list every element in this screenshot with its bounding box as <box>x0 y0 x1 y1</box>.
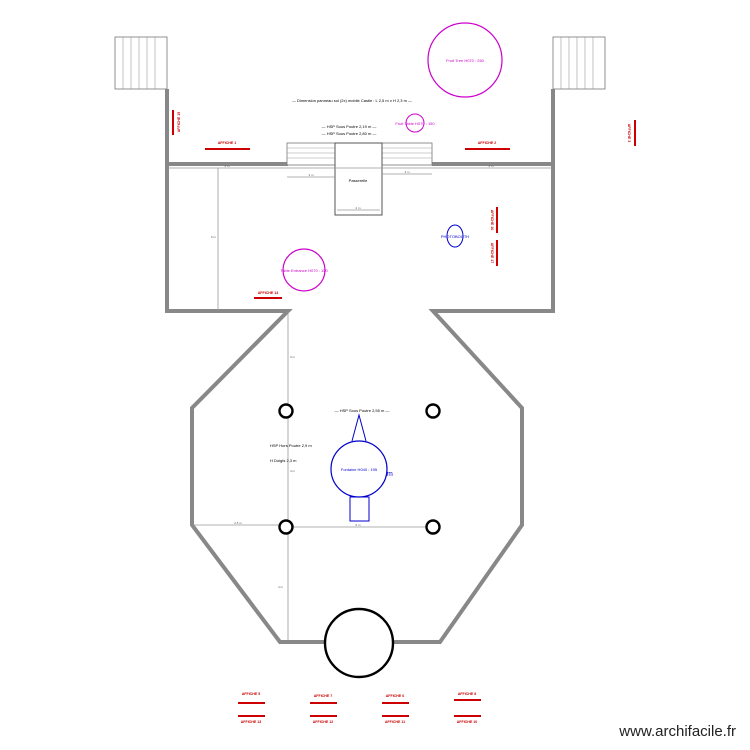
poster-label-13: AFFICHE 13 <box>241 720 262 724</box>
pillar <box>425 403 441 419</box>
fontaine-spout <box>351 413 367 442</box>
pillar <box>278 519 294 535</box>
fontaine-m-label: m <box>387 471 393 478</box>
fruit-tree-large-circle <box>427 22 503 98</box>
fruit-table-small-circle <box>405 113 425 133</box>
passerelle-label: Passerelle <box>349 178 368 183</box>
table-pink-mid-label: Table Entrance H070 : 150 <box>280 268 328 273</box>
photobooth-shape <box>446 224 464 248</box>
dim-vert-left: 6 m <box>211 235 217 239</box>
pillars <box>278 403 441 679</box>
fontaine-base <box>349 496 370 522</box>
poster-label-2: AFFICHE 2 <box>478 141 497 145</box>
dim-top-mid-left: 3 m <box>308 173 314 177</box>
posters: AFFICHE 1 AFFICHE 2 AFFICHE 14 AFFICHE 1… <box>172 110 636 724</box>
dim-oct-mid: 4 m <box>290 469 296 473</box>
watermark[interactable]: www.archifacile.fr <box>619 723 736 740</box>
poster-label-1: AFFICHE 1 <box>218 141 237 145</box>
dim-oct-center-span: 6 m <box>355 523 361 527</box>
large-round-column <box>323 607 395 679</box>
poster-label-3: AFFICHE 3 <box>627 124 631 143</box>
fruit-table-small-label: Fruit Table H070 : 150 <box>395 121 435 126</box>
table-pink-mid-circle <box>282 248 326 292</box>
hsp-hors-poutre: HSP Hors Poutre 2,9 m <box>270 443 312 448</box>
staircase-right <box>552 36 606 90</box>
poster-label-5: AFFICHE 5 <box>242 692 261 696</box>
hsp-sous-poutre-a: — HSP Sous Poutre 2,19 m — <box>322 124 377 129</box>
dim-oct-lower: 4 m <box>278 585 284 589</box>
poster-label-7: AFFICHE 7 <box>314 694 333 698</box>
poster-label-14: AFFICHE 14 <box>258 291 279 295</box>
dim-top-right: 4 m <box>488 164 494 168</box>
poster-label-12: AFFICHE 12 <box>313 720 334 724</box>
poster-label-8: AFFICHE 8 <box>458 692 477 696</box>
pillar <box>425 519 441 535</box>
fontaine-label: Fontaine H040 : 195 <box>341 467 378 472</box>
poster-label-11: AFFICHE 11 <box>385 720 405 724</box>
panel-dimension-note: — Dimension panneau sol (2x) mobile Cast… <box>292 98 412 103</box>
passerelle: Passerelle <box>286 142 433 216</box>
staircase-left <box>114 36 168 90</box>
dim-oct-upper: 3 m <box>290 355 296 359</box>
dim-top-mid-right: 3 m <box>404 170 410 174</box>
pillar <box>278 403 294 419</box>
hsp-sous-poutre-b: — HSP Sous Poutre 2,80 m — <box>322 131 377 136</box>
notes: — Dimension panneau sol (2x) mobile Cast… <box>270 98 412 463</box>
dim-passerelle-bottom: 2 m <box>355 206 361 210</box>
hsp-sous-poutre-octagon: — HSP Sous Poutre 2,55 m — <box>335 408 390 413</box>
poster-label-10: AFFICHE 10 <box>457 720 478 724</box>
poster-label-16: AFFICHE 16 <box>490 210 494 231</box>
tables: Fruit Tree H070 : 250 Fruit Table H070 :… <box>280 22 503 522</box>
dim-oct-left-span: 2,5 m <box>234 521 242 525</box>
poster-label-15: AFFICHE 15 <box>177 112 181 133</box>
dimension-lines: 4 m 4 m 3 m 3 m 2 m 6 m 3 m 4 m 4 m 2,5 … <box>168 164 552 640</box>
photobooth-label: PHOTOBOOTH <box>441 234 469 239</box>
dim-top-left: 4 m <box>224 164 230 168</box>
poster-label-17: AFFICHE 17 <box>490 243 494 264</box>
poster-label-6: AFFICHE 6 <box>386 694 405 698</box>
fruit-tree-large-label: Fruit Tree H070 : 250 <box>446 58 485 63</box>
h-doigts: H Doigts 2,3 m <box>270 458 297 463</box>
